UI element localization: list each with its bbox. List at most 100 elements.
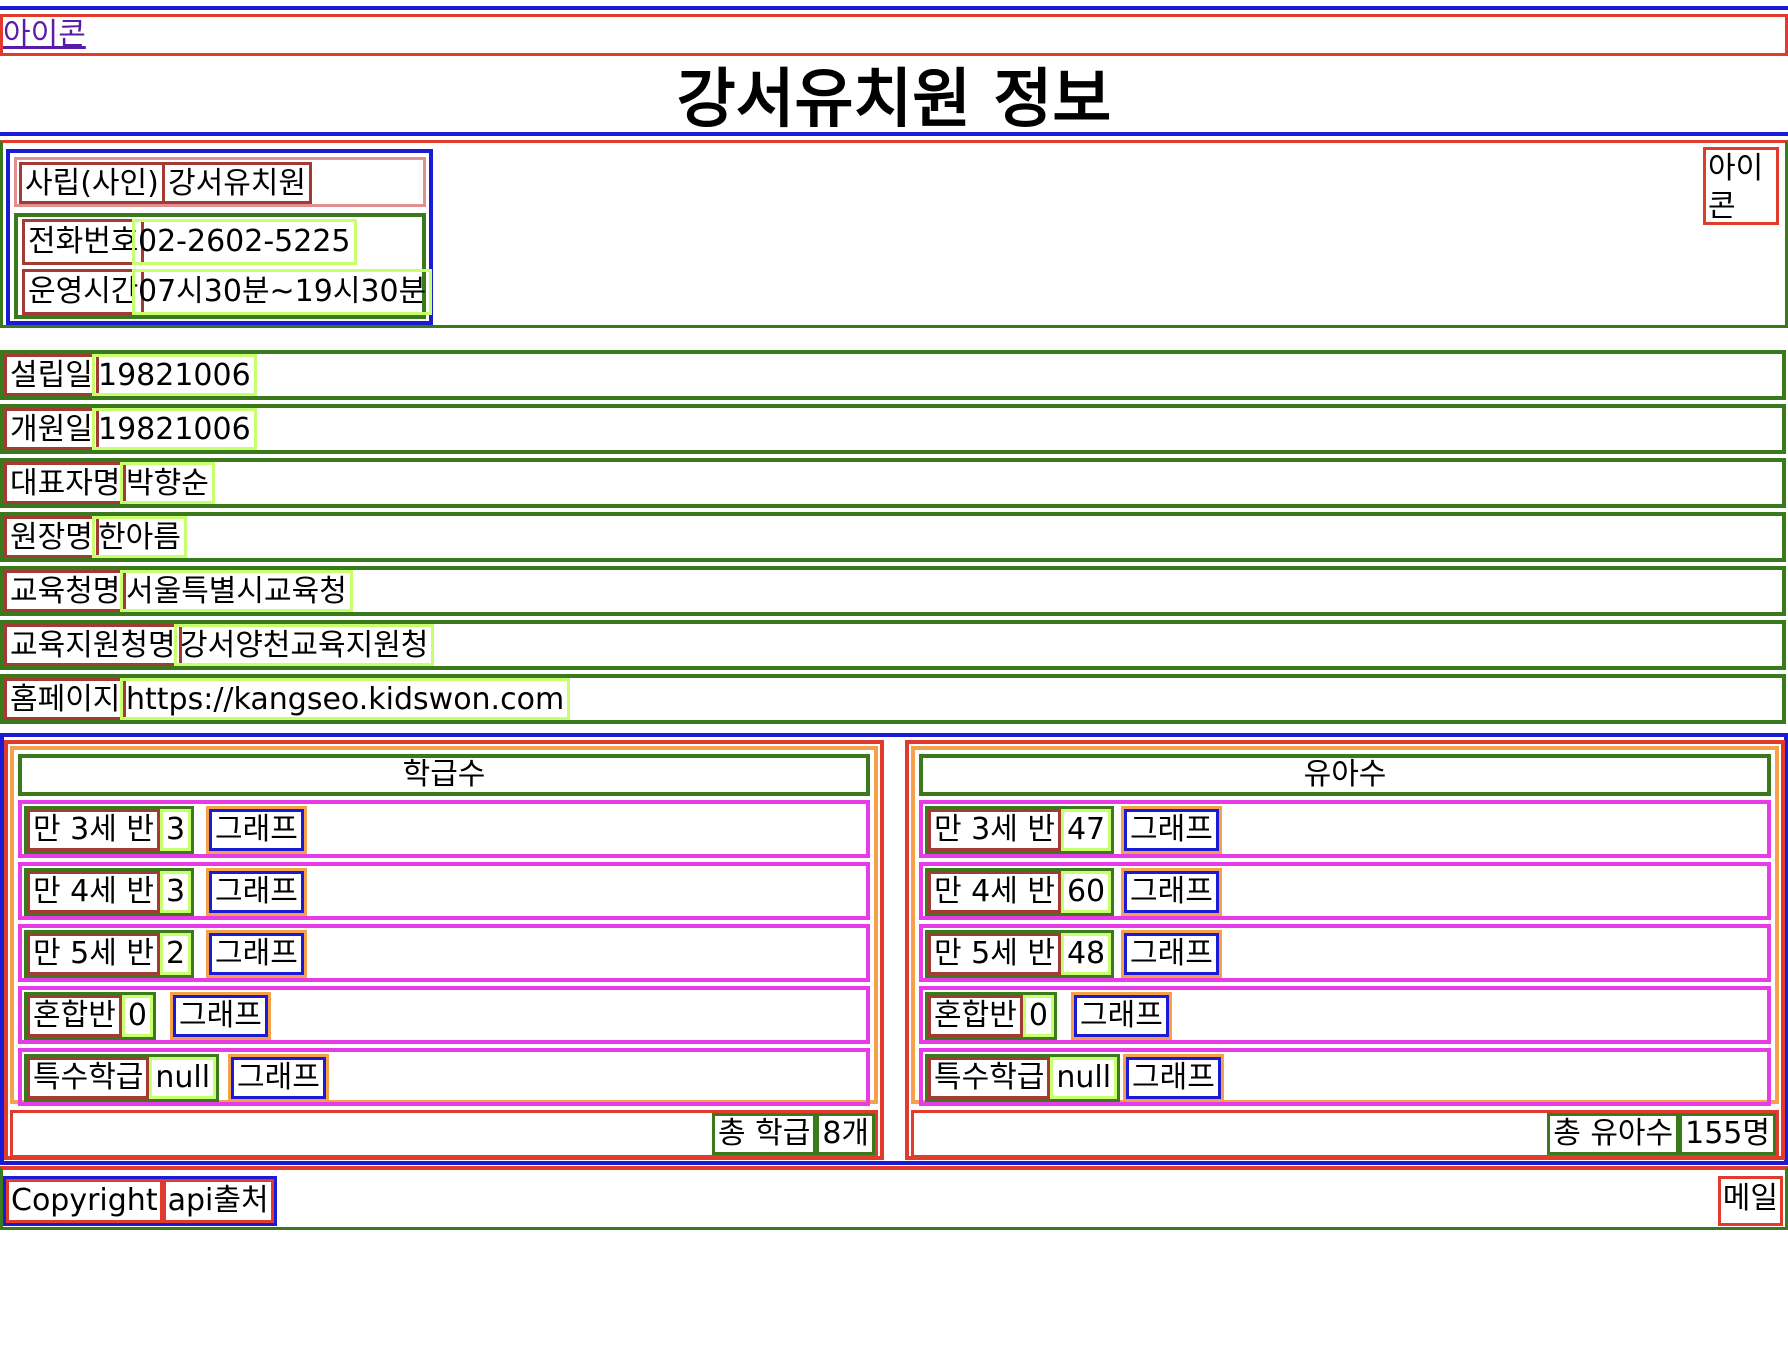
detail-label: 개원일 [4,408,99,450]
class-row: 만 5세 반 2 그래프 [18,924,870,982]
icon-placeholder: 아이콘 [1703,147,1779,225]
class-row: 만 3세 반 3 그래프 [18,800,870,858]
child-total-bar: 총 유아수 155명 [911,1110,1779,1158]
child-pair: 혼합반 0 [925,992,1057,1040]
child-pair: 만 3세 반 47 [925,806,1115,854]
child-row: 혼합반 0 그래프 [919,986,1771,1044]
hours-label: 운영시간 [22,269,145,315]
class-value: 0 [121,995,153,1037]
child-pair: 특수학급 null [925,1054,1121,1102]
graph-label: 그래프 [1124,871,1219,913]
detail-label: 원장명 [4,516,99,558]
class-value: null [149,1057,217,1099]
detail-row-founded: 설립일 19821006 [0,350,1786,400]
class-pair: 혼합반 0 [24,992,156,1040]
class-value: 3 [159,871,192,913]
page-title: 강서유치원 정보 [676,63,1112,137]
detail-value: 서울특별시교육청 [120,570,353,612]
class-pair: 만 4세 반 3 [24,868,195,916]
detail-row-support-office: 교육지원청명 강서양천교육지원청 [0,620,1786,670]
graph-label: 그래프 [209,871,304,913]
page-footer: Copyright api출처 메일 [0,1166,1788,1230]
class-count-panel: 학급수 만 3세 반 3 그래프 만 4세 반 3 그래프 만 5세 반 2 [4,740,884,1160]
phone-label: 전화번호 [22,219,145,265]
detail-value: 19821006 [92,408,257,450]
detail-row-homepage: 홈페이지 https://kangseo.kidswon.com [0,674,1786,724]
class-row: 혼합반 0 그래프 [18,986,870,1044]
child-value: 48 [1060,933,1112,975]
phone-row: 전화번호 02-2602-5225 [22,219,418,265]
api-source-link[interactable]: api출처 [162,1179,274,1223]
detail-value: 강서양천교육지원청 [174,624,435,666]
detail-row-representative: 대표자명 박향순 [0,458,1786,508]
detail-label: 교육청명 [4,570,127,612]
child-count-list: 유아수 만 3세 반 47 그래프 만 4세 반 60 그래프 만 5세 반 4… [911,746,1779,1106]
child-total: 총 유아수 155명 [1547,1113,1776,1155]
class-graph-button[interactable]: 그래프 [228,1054,329,1102]
icon-link-container: 아이콘 [0,14,1788,56]
class-label: 만 4세 반 [27,871,160,913]
child-pair: 만 4세 반 60 [925,868,1115,916]
class-total-label: 총 학급 [711,1113,817,1155]
detail-label: 대표자명 [4,462,127,504]
footer-credits: Copyright api출처 [3,1176,277,1226]
child-count-panel: 유아수 만 3세 반 47 그래프 만 4세 반 60 그래프 만 5세 반 4… [905,740,1785,1160]
class-row: 특수학급 null 그래프 [18,1048,870,1106]
class-label: 만 3세 반 [27,809,160,851]
child-value: null [1050,1057,1118,1099]
class-total-value: 8개 [816,1113,875,1155]
class-label: 특수학급 [27,1057,150,1099]
class-graph-button[interactable]: 그래프 [206,806,307,854]
child-graph-button[interactable]: 그래프 [1121,868,1222,916]
graph-label: 그래프 [1124,933,1219,975]
detail-row-director: 원장명 한아름 [0,512,1786,562]
class-pair: 만 3세 반 3 [24,806,195,854]
graph-label: 그래프 [173,995,268,1037]
class-pair: 만 5세 반 2 [24,930,195,978]
class-count-list: 학급수 만 3세 반 3 그래프 만 4세 반 3 그래프 만 5세 반 2 [10,746,878,1106]
class-label: 혼합반 [27,995,122,1037]
child-total-label: 총 유아수 [1547,1113,1680,1155]
mail-link[interactable]: 메일 [1717,1176,1783,1226]
child-graph-button[interactable]: 그래프 [1121,806,1222,854]
copyright-text: Copyright [6,1179,163,1223]
detail-value: 19821006 [92,354,257,396]
detail-label: 교육지원청명 [4,624,182,666]
class-graph-button[interactable]: 그래프 [170,992,271,1040]
child-graph-button[interactable]: 그래프 [1121,930,1222,978]
contact-info: 전화번호 02-2602-5225 운영시간 07시30분~19시30분 [14,213,433,319]
detail-label: 홈페이지 [4,678,127,720]
phone-value: 02-2602-5225 [132,219,357,265]
child-total-value: 155명 [1679,1113,1776,1155]
class-value: 2 [159,933,192,975]
stats-section: 학급수 만 3세 반 3 그래프 만 4세 반 3 그래프 만 5세 반 2 [0,733,1788,1165]
child-label: 만 5세 반 [928,933,1061,975]
child-value: 60 [1060,871,1112,913]
graph-label: 그래프 [209,809,304,851]
child-graph-button[interactable]: 그래프 [1071,992,1172,1040]
class-pair: 특수학급 null [24,1054,220,1102]
child-label: 특수학급 [928,1057,1051,1099]
child-label: 만 3세 반 [928,809,1061,851]
graph-label: 그래프 [1126,1057,1221,1099]
child-label: 만 4세 반 [928,871,1061,913]
homepage-link[interactable]: https://kangseo.kidswon.com [120,678,571,720]
detail-value: 박향순 [120,462,215,504]
child-pair: 만 5세 반 48 [925,930,1115,978]
hours-row: 운영시간 07시30분~19시30분 [22,269,433,315]
detail-label: 설립일 [4,354,99,396]
detail-value: 한아름 [92,516,187,558]
class-value: 3 [159,809,192,851]
class-total-bar: 총 학급 8개 [10,1110,878,1158]
icon-link[interactable]: 아이콘 [3,17,86,52]
child-label: 혼합반 [928,995,1023,1037]
summary-card: 사립(사인) 강서유치원 전화번호 02-2602-5225 운영시간 07시3… [6,149,433,325]
summary-section: 사립(사인) 강서유치원 전화번호 02-2602-5225 운영시간 07시3… [0,140,1788,328]
class-graph-button[interactable]: 그래프 [206,868,307,916]
class-label: 만 5세 반 [27,933,160,975]
class-graph-button[interactable]: 그래프 [206,930,307,978]
kindergarten-name: 강서유치원 [162,162,312,204]
child-row: 특수학급 null 그래프 [919,1048,1771,1106]
child-row: 만 5세 반 48 그래프 [919,924,1771,982]
child-graph-button[interactable]: 그래프 [1123,1054,1224,1102]
